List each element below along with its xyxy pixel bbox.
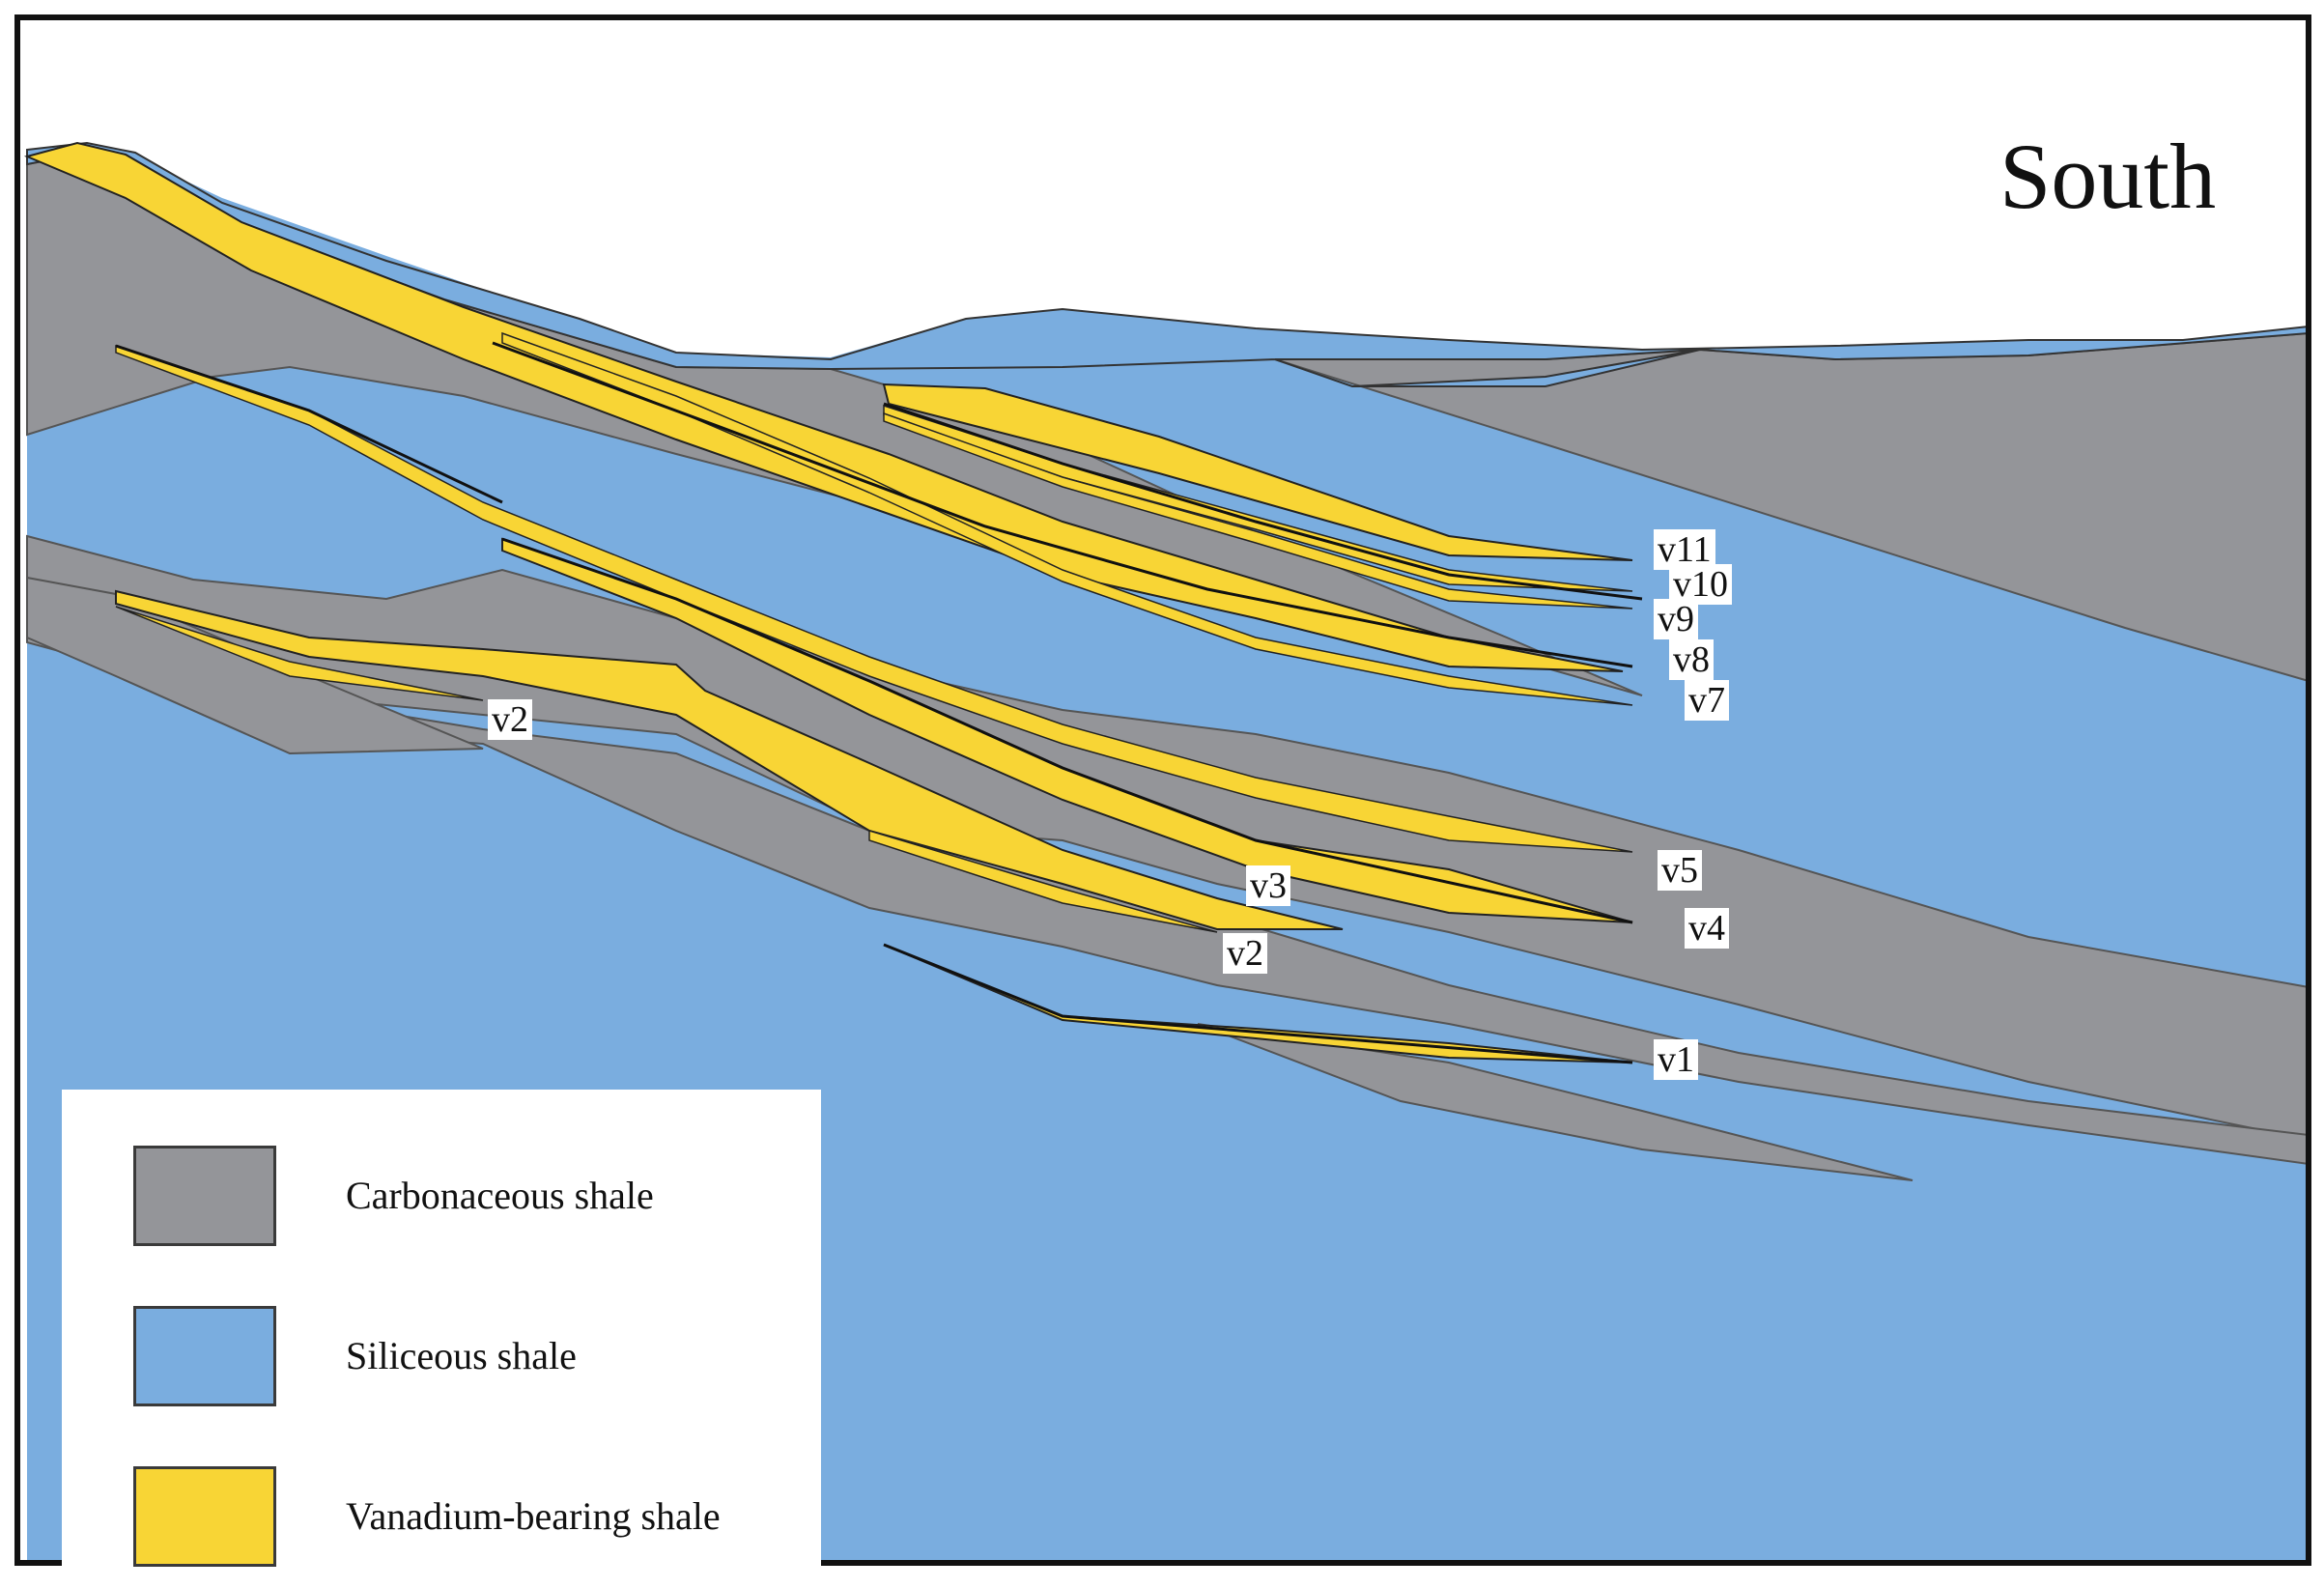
vanadium-layer-v11 [882, 383, 1633, 561]
vanadium-layer-v7 [501, 331, 1633, 706]
legend-swatch-carbonaceous [133, 1146, 276, 1246]
legend-item-siliceous: Siliceous shale [133, 1306, 809, 1412]
layer-label-v5: v5 [1658, 850, 1702, 891]
siliceous-shale-surface [26, 141, 2310, 388]
layer-label-v2: v2 [1223, 933, 1267, 974]
vanadium-layer-v2-left [115, 606, 484, 701]
layer-label-v8: v8 [1669, 639, 1714, 680]
legend-swatch-vanadium [133, 1466, 276, 1567]
layer-label-v3: v3 [1246, 865, 1290, 906]
legend: Carbonaceous shale Siliceous shale Vanad… [62, 1090, 821, 1578]
vanadium-layer-v2 [868, 829, 1218, 933]
bed-boundary-lines [115, 341, 1643, 1064]
layer-label-v10: v10 [1669, 564, 1732, 605]
layer-label-v11: v11 [1654, 529, 1715, 570]
legend-item-vanadium: Vanadium-bearing shale [133, 1466, 809, 1573]
vanadium-layer-top [23, 141, 1624, 672]
layer-label-v7: v7 [1685, 680, 1729, 721]
layer-label-v9: v9 [1654, 599, 1698, 639]
vanadium-layer-v5 [115, 344, 1633, 853]
legend-swatch-siliceous [133, 1306, 276, 1406]
layer-label-v2-left: v2 [488, 699, 532, 740]
legend-label-siliceous: Siliceous shale [346, 1334, 577, 1377]
legend-label-vanadium: Vanadium-bearing shale [346, 1494, 721, 1538]
frame-border [14, 14, 2311, 1566]
layer-label-v4: v4 [1685, 908, 1729, 949]
legend-label-carbonaceous: Carbonaceous shale [346, 1174, 654, 1217]
direction-label: South [1999, 125, 2217, 228]
vanadium-layer-v9 [883, 411, 1633, 610]
legend-item-carbonaceous: Carbonaceous shale [133, 1146, 809, 1252]
carbonaceous-shale-lowest-wedge [1197, 1023, 1913, 1181]
vanadium-layer-v3 [115, 589, 1344, 930]
layer-label-v1: v1 [1654, 1039, 1698, 1080]
